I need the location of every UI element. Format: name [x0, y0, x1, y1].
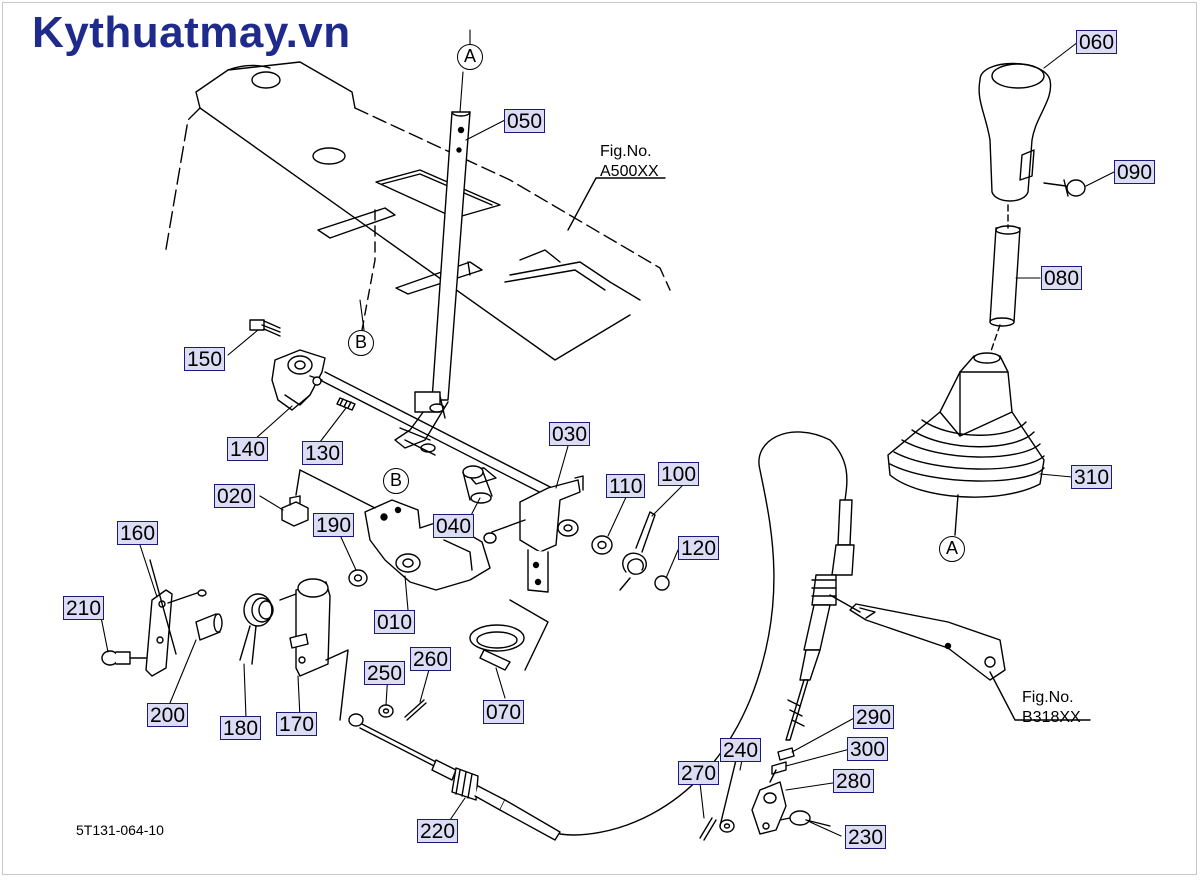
part-label-080: 080 [1041, 266, 1083, 290]
part-230-bolt [779, 810, 831, 827]
part-070-clamp [469, 624, 525, 671]
part-label-090: 090 [1114, 160, 1156, 184]
part-label-260: 260 [410, 647, 452, 671]
ref-marker-a-top: A [457, 44, 483, 70]
part-120-snapring [654, 575, 670, 591]
part-210-bolt [101, 650, 147, 666]
ref-marker-b-bracket: B [383, 468, 409, 494]
part-label-220: 220 [417, 819, 459, 843]
part-040-collar [462, 465, 497, 504]
part-label-160: 160 [117, 521, 159, 545]
part-label-070: 070 [483, 700, 525, 724]
part-label-300: 300 [847, 737, 889, 761]
part-label-050: 050 [504, 109, 546, 133]
part-080-tube [989, 225, 1021, 327]
part-label-170: 170 [276, 712, 318, 736]
part-label-030: 030 [549, 422, 591, 446]
part-130-pin [336, 397, 356, 411]
part-270-pin [699, 817, 717, 841]
diagram-code: 5T131-064-10 [76, 822, 164, 838]
part-190-washer [348, 569, 368, 587]
leader-lines [99, 29, 1115, 837]
part-250-washer [378, 704, 394, 718]
part-030-bracket [483, 475, 584, 593]
part-240-washer [719, 819, 735, 833]
part-label-140: 140 [227, 437, 269, 461]
part-label-120: 120 [678, 536, 720, 560]
part-label-240: 240 [720, 738, 762, 762]
part-label-110: 110 [606, 474, 646, 498]
part-310-boot [887, 352, 1045, 498]
part-140-holder [271, 349, 326, 411]
part-label-150: 150 [184, 347, 226, 371]
part-170-lever [279, 578, 331, 677]
part-label-270: 270 [678, 761, 720, 785]
part-280-joint [751, 769, 787, 835]
part-180-spring [239, 593, 274, 665]
part-label-200: 200 [147, 703, 189, 727]
part-label-290: 290 [853, 705, 895, 729]
part-label-040: 040 [433, 514, 475, 538]
fig-ref-a500: Fig.No. A500XX [600, 143, 659, 180]
part-label-210: 210 [63, 596, 105, 620]
shift-lever [394, 111, 471, 456]
frame-panel [164, 61, 671, 361]
brand-watermark: Kythuatmay.vn [32, 8, 351, 57]
ref-marker-a-right: A [939, 536, 965, 562]
part-220-cable [348, 431, 848, 841]
fig-ref-b318: Fig.No. B318XX [1022, 689, 1081, 726]
part-label-190: 190 [313, 513, 355, 537]
part-label-130: 130 [302, 441, 344, 465]
ref-marker-b-top: B [348, 330, 374, 356]
part-label-250: 250 [364, 661, 406, 685]
part-260-pin [404, 699, 427, 721]
part-label-010: 010 [374, 610, 416, 634]
part-100-spring [619, 511, 656, 591]
part-label-020: 020 [214, 484, 256, 508]
part-020-bolt [281, 495, 309, 527]
part-150-bolt [249, 319, 281, 337]
bracket-b318 [849, 603, 1006, 681]
part-160-plate [145, 589, 207, 677]
part-label-180: 180 [220, 716, 262, 740]
part-090-screw [1043, 179, 1086, 197]
part-110-washer [591, 535, 613, 555]
part-300-washer [771, 761, 787, 775]
part-200-bushing [195, 613, 223, 641]
part-label-100: 100 [658, 462, 700, 486]
part-060-knob [978, 62, 1052, 202]
part-label-060: 060 [1076, 30, 1118, 54]
part-label-230: 230 [845, 825, 887, 849]
part-label-310: 310 [1071, 465, 1113, 489]
cable-end-assembly [785, 499, 855, 741]
part-010-bracket [364, 499, 491, 591]
part-290-nut [777, 747, 795, 761]
part-label-280: 280 [833, 769, 875, 793]
